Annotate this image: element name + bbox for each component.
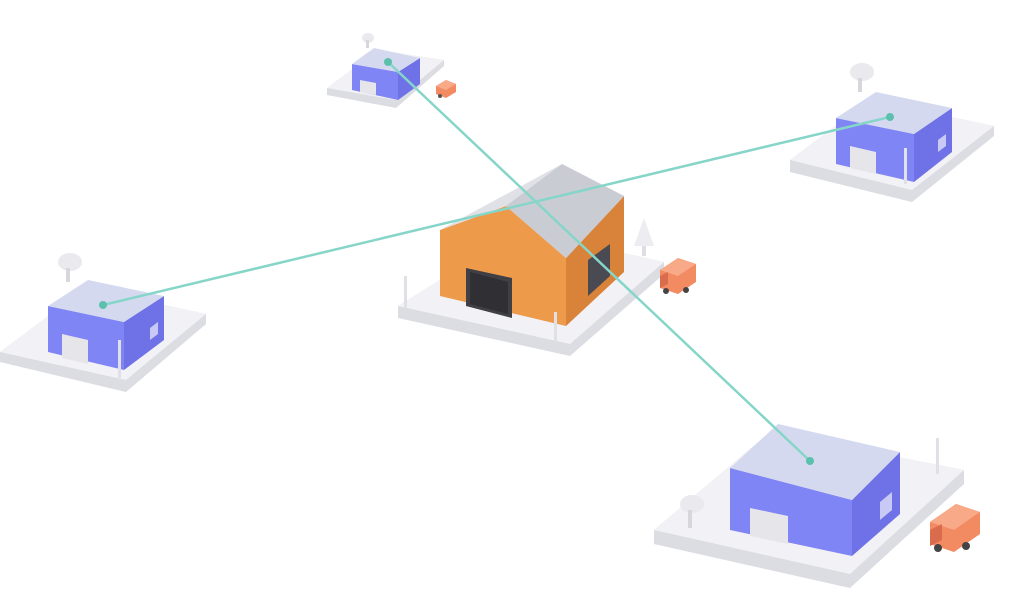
route-dot-south [806, 457, 814, 465]
lamp-post-icon [936, 438, 939, 474]
satellite-dish-icon [58, 253, 82, 282]
van-north [436, 80, 456, 98]
route-north-south [386, 60, 812, 463]
route-dot-west [99, 301, 107, 309]
route-west-east [101, 115, 892, 307]
central-depot [398, 164, 696, 356]
blue-warehouse-icon [48, 280, 164, 370]
lamp-post-icon [118, 340, 121, 378]
warehouse-south [654, 424, 980, 588]
satellite-dish-icon [850, 63, 874, 92]
warehouse-west [0, 253, 206, 392]
satellite-dish-icon [680, 495, 704, 528]
route-lines [99, 58, 894, 465]
lamp-post-icon [904, 148, 907, 184]
satellite-dish-icon [362, 33, 374, 48]
van-hub [660, 258, 696, 294]
lamp-post-icon [404, 276, 557, 342]
orange-warehouse-icon [440, 164, 624, 326]
route-dot-east [886, 113, 894, 121]
van-south [930, 504, 980, 552]
blue-warehouse-icon [730, 424, 900, 556]
route-dot-north [384, 58, 392, 66]
tree-icon [634, 218, 654, 256]
warehouse-north [327, 33, 456, 108]
